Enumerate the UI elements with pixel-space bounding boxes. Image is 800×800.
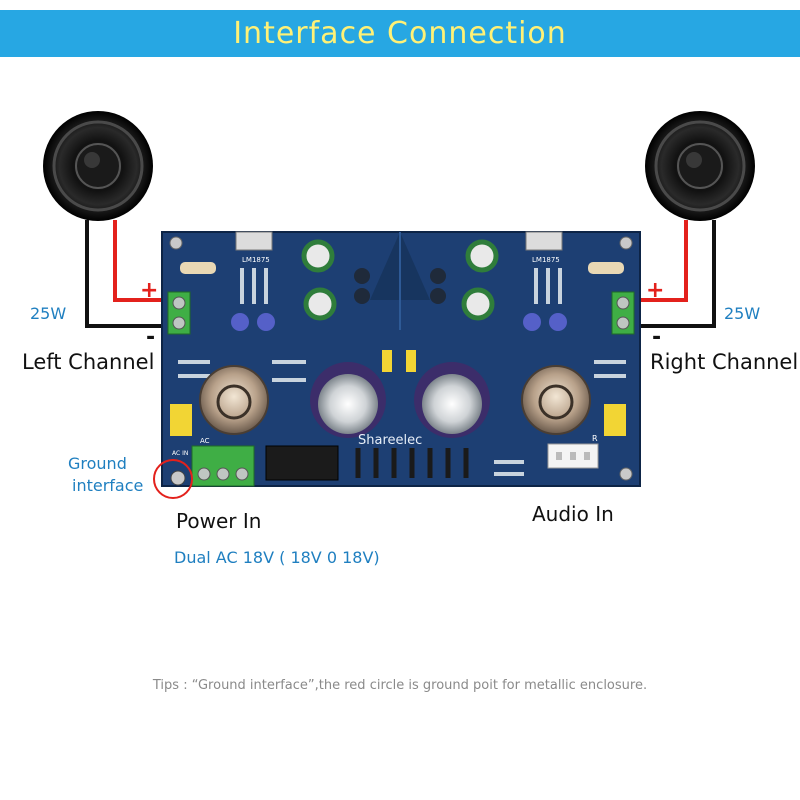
power-in-spec: Dual AC 18V ( 18V 0 18V)	[174, 548, 380, 567]
chip-label-right: LM1875	[532, 256, 560, 264]
left-plus: +	[140, 278, 158, 303]
right-plus: +	[646, 278, 664, 303]
right-channel-label: Right Channel	[650, 350, 799, 374]
ground-label-line1: Ground	[68, 454, 127, 473]
left-speaker	[43, 111, 153, 221]
chip-label-left: LM1875	[242, 256, 270, 264]
right-minus: -	[652, 325, 661, 350]
brand-label: Shareelec	[358, 433, 422, 448]
ground-circle	[153, 459, 193, 499]
ac-in-label: AC IN	[172, 450, 188, 457]
left-tube	[199, 365, 269, 435]
right-tube	[521, 365, 591, 435]
left-minus: -	[146, 325, 155, 350]
amplifier-board: LM1875 LM1875 AC AC IN R Shareelec	[161, 231, 641, 487]
title-banner: Interface Connection	[0, 10, 800, 57]
audio-in-label: Audio In	[532, 502, 614, 526]
right-wires	[626, 220, 716, 328]
tips-text: Tips : “Ground interface”,the red circle…	[152, 678, 648, 693]
ac-label: AC	[200, 437, 210, 445]
page-title: Interface Connection	[233, 16, 567, 51]
right-speaker	[645, 111, 755, 221]
power-in-label: Power In	[176, 509, 262, 533]
left-power-label: 25W	[30, 304, 67, 323]
r-label: R	[592, 434, 598, 443]
right-power-label: 25W	[724, 304, 761, 323]
ground-label-line2: interface	[72, 476, 144, 495]
left-wires	[85, 220, 175, 328]
left-channel-label: Left Channel	[22, 350, 155, 374]
